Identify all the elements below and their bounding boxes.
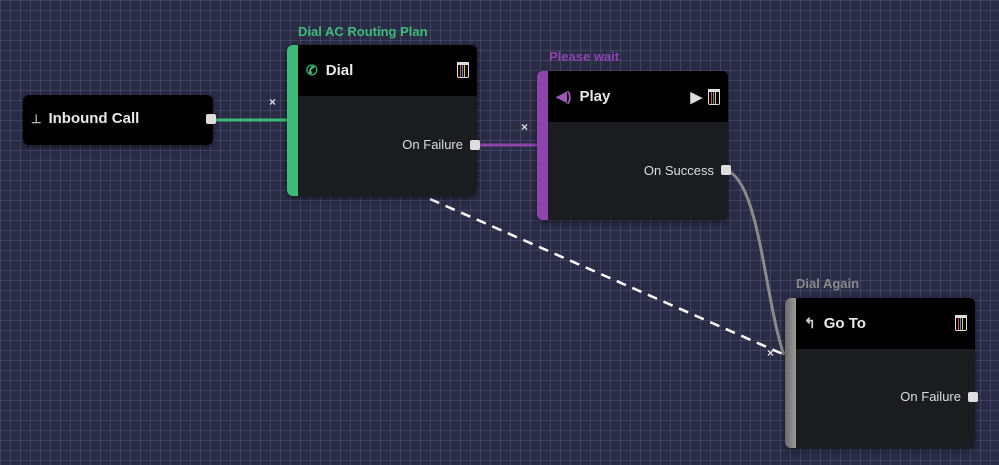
output-port[interactable] [470, 140, 480, 150]
phone-icon: ✆ [306, 62, 318, 78]
remove-connection-icon[interactable]: × [269, 95, 277, 109]
node-goto[interactable]: ↰ Go To On Failure [785, 298, 975, 448]
node-caption: Dial Again [796, 276, 860, 291]
output-label: On Success [643, 163, 714, 178]
sitemap-icon: ⊥ [31, 111, 42, 126]
node-dial[interactable]: ✆ Dial On Failure [287, 45, 477, 196]
connection-dial-goto-dashed [429, 197, 786, 357]
output-port[interactable] [968, 392, 978, 402]
remove-connection-icon[interactable]: × [767, 346, 775, 360]
play-icon[interactable]: ▶ [690, 89, 702, 106]
node-title: Play [579, 88, 611, 105]
node-inbound-call[interactable]: ⊥ Inbound Call [23, 95, 213, 145]
output-port[interactable] [206, 114, 216, 124]
node-play[interactable]: ◀) Play ▶ On Success [537, 71, 728, 220]
reply-icon: ↰ [804, 315, 816, 331]
output-label: On Failure [402, 137, 463, 152]
trash-icon[interactable] [708, 89, 720, 105]
output-port[interactable] [721, 165, 731, 175]
node-title: Inbound Call [48, 110, 140, 127]
node-title: Dial [325, 62, 354, 79]
connection-play-goto [729, 170, 786, 356]
speaker-icon: ◀) [556, 88, 572, 104]
node-caption: Please wait [549, 49, 620, 64]
node-title: Go To [823, 315, 866, 332]
output-label: On Failure [900, 389, 961, 404]
trash-icon[interactable] [457, 62, 469, 78]
remove-connection-icon[interactable]: × [521, 120, 529, 134]
node-caption: Dial AC Routing Plan [298, 24, 428, 39]
trash-icon[interactable] [955, 315, 967, 331]
